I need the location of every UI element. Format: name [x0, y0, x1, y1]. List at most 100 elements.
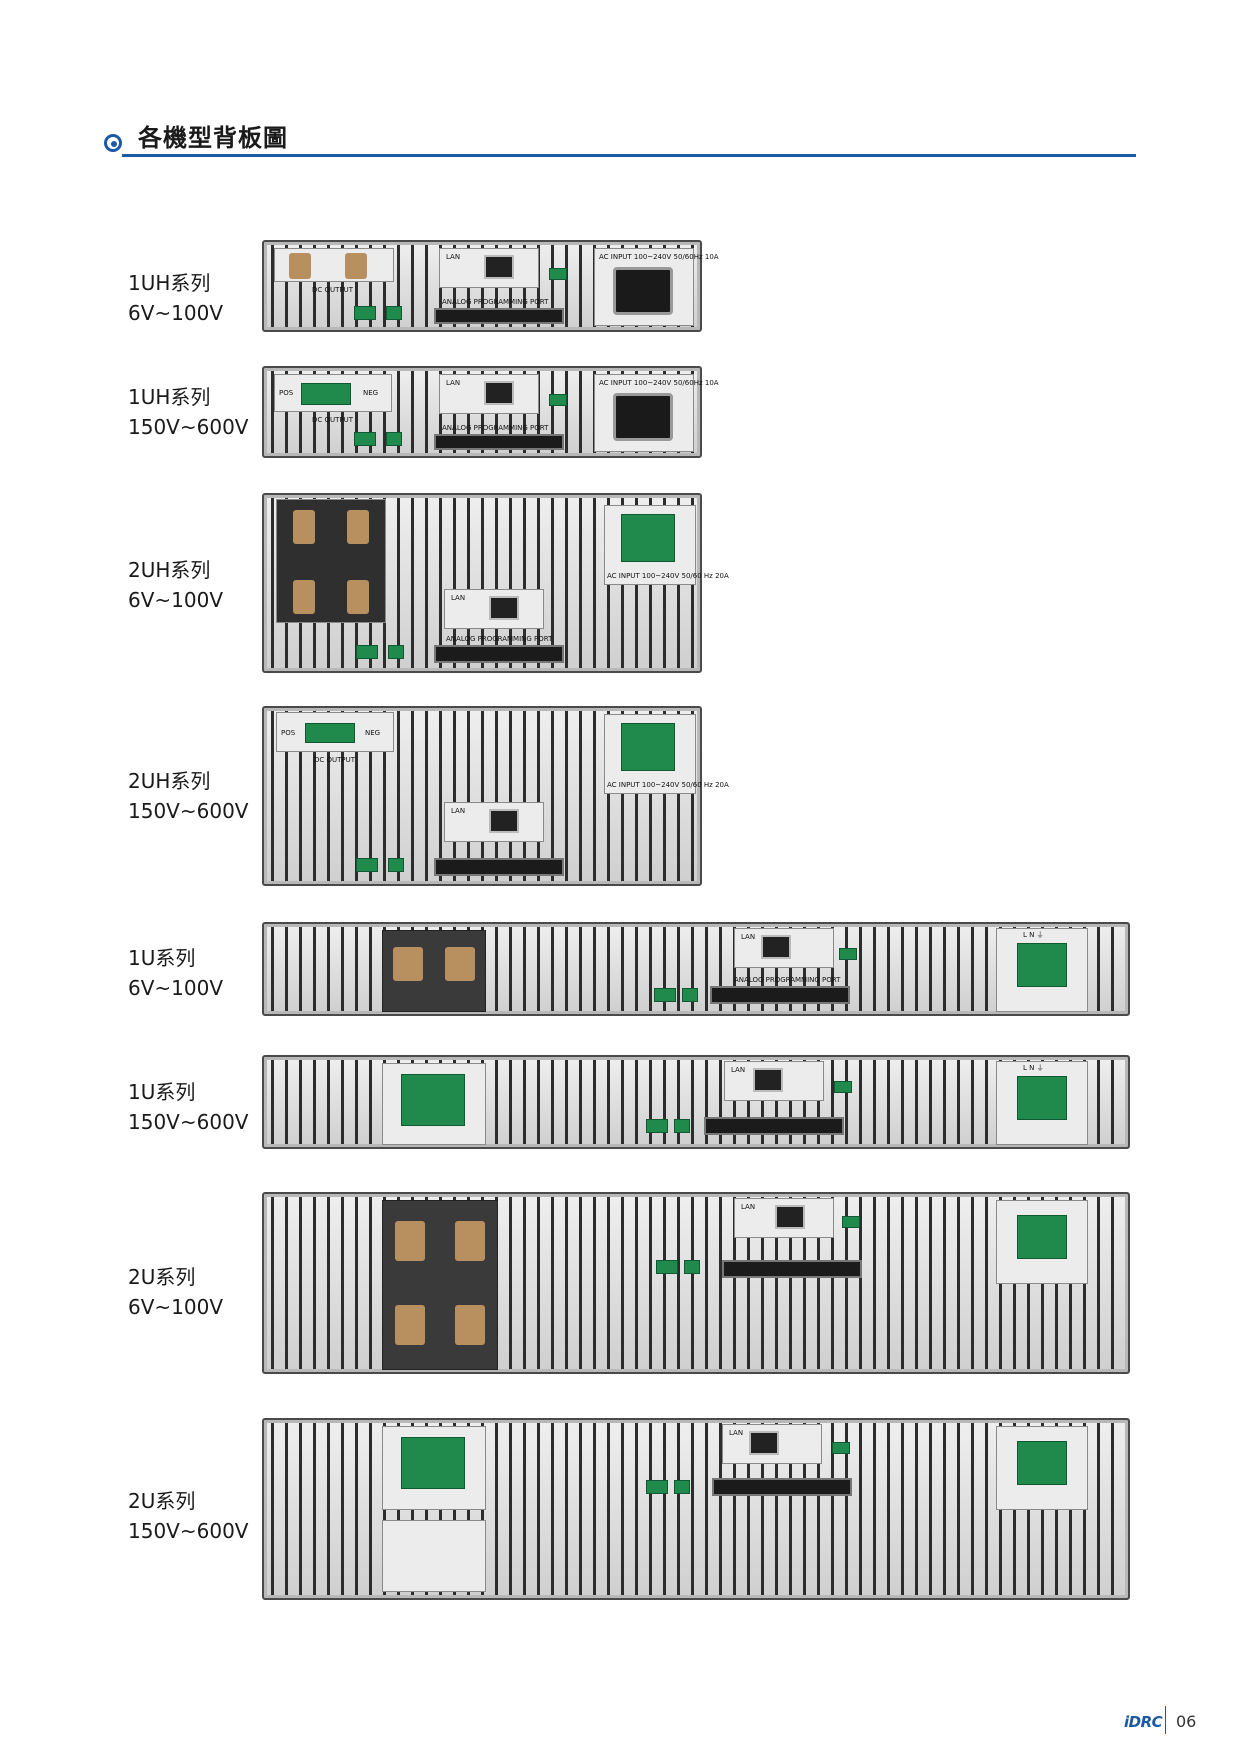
footer-divider [1165, 1706, 1166, 1734]
rear-panel-image: POS NEG DC OUTPUT LAN ANALOG PROGRAMMING… [262, 366, 719, 458]
series-name: 2UH系列 [128, 769, 211, 793]
pos-text: POS [281, 729, 296, 737]
lan-text: LAN [741, 933, 756, 941]
ser-terminal [674, 1119, 690, 1133]
ac-input-plate: L N ⏚ [996, 928, 1088, 1012]
dc-output-block [274, 248, 394, 282]
interface-plate: LAN [734, 928, 834, 968]
model-label: 1UH系列 150V~600V [128, 382, 248, 442]
interface-plate: LAN [734, 1198, 834, 1238]
lne-text: L N ⏚ [1023, 931, 1044, 939]
rear-panel-image: LAN [262, 1418, 1130, 1600]
interface-plate: LAN [439, 374, 539, 414]
lan-text: LAN [451, 807, 466, 815]
series-name: 1U系列 [128, 946, 196, 970]
analog-port-connector [434, 308, 564, 324]
pos-text: POS [279, 389, 294, 397]
sense-terminal [356, 645, 378, 659]
lan-text: LAN [729, 1429, 744, 1437]
ac-input-text: AC INPUT 100~240V 50/60 Hz 20A [607, 781, 729, 789]
rear-panel-image: LAN [262, 1192, 1130, 1374]
series-name: 2UH系列 [128, 558, 211, 582]
dc-output-text: DC OUTPUT [312, 286, 354, 294]
dc-terminal-block [401, 1074, 465, 1126]
sense-terminal [354, 306, 376, 320]
dc-output-text: DC OUTPUT [314, 756, 356, 764]
dc-output-block: POS NEG [276, 712, 394, 752]
interface-plate: LAN [444, 802, 544, 842]
ac-input-plate: AC INPUT 100~240V 50/60 Hz 20A [604, 505, 729, 585]
rear-panel-image: LAN L N ⏚ [262, 1055, 1130, 1149]
lan-text: LAN [451, 594, 466, 602]
ac-input-text: AC INPUT 100~240V 50/60Hz 10A [599, 253, 719, 261]
ac-terminal-block [1017, 1441, 1067, 1485]
voltage-range: 6V~100V [128, 588, 224, 612]
lan-port-icon [484, 255, 514, 279]
interface-plate: LAN [722, 1424, 822, 1464]
sense-terminal [646, 1480, 668, 1494]
sense-terminal [356, 858, 378, 872]
rs485-terminal [842, 1216, 860, 1228]
lan-text: LAN [731, 1066, 746, 1074]
lan-text: LAN [446, 253, 461, 261]
analog-port-text: ANALOG PROGRAMMING PORT [446, 635, 553, 643]
lan-text: LAN [741, 1203, 756, 1211]
dc-output-block [382, 1200, 498, 1370]
analog-port-connector [710, 986, 850, 1004]
analog-port-connector [712, 1478, 852, 1496]
dc-terminal-block [401, 1437, 465, 1489]
dc-output-block [276, 499, 386, 623]
ac-input-text: AC INPUT 100~240V 50/60Hz 10A [599, 379, 719, 387]
voltage-range: 150V~600V [128, 415, 249, 439]
voltage-range: 6V~100V [128, 976, 224, 1000]
dc-output-block: POS NEG [274, 374, 392, 412]
model-label: 2UH系列 150V~600V [128, 766, 248, 826]
analog-port-connector [434, 645, 564, 663]
model-label: 1U系列 150V~600V [128, 1077, 248, 1137]
dc-terminal-block [301, 383, 351, 405]
lan-port-icon [761, 935, 791, 959]
analog-port-connector [722, 1260, 862, 1278]
analog-port-connector [434, 434, 564, 450]
dc-output-block [382, 1426, 486, 1510]
ac-terminal-block [1017, 1215, 1067, 1259]
interface-plate: LAN [444, 589, 544, 629]
sense-terminal [654, 988, 676, 1002]
analog-port-text: ANALOG PROGRAMMING PORT [734, 976, 841, 984]
ac-input-text: AC INPUT 100~240V 50/60 Hz 20A [607, 572, 729, 580]
series-name: 1UH系列 [128, 385, 211, 409]
analog-port-text: ANALOG PROGRAMMING PORT [442, 424, 549, 432]
ser-terminal [388, 645, 404, 659]
voltage-range: 150V~600V [128, 1110, 249, 1134]
interface-plate: LAN [439, 248, 539, 288]
series-name: 2U系列 [128, 1265, 196, 1289]
ser-terminal [388, 858, 404, 872]
ac-inlet-icon [613, 393, 673, 441]
dc-output-text: DC OUTPUT [312, 416, 354, 424]
model-label: 1U系列 6V~100V [128, 943, 223, 1003]
rs485-terminal [832, 1442, 850, 1454]
ser-terminal [386, 306, 402, 320]
model-label: 2U系列 6V~100V [128, 1262, 223, 1322]
neg-text: NEG [363, 389, 379, 397]
brand-logo: iDRC [1124, 1713, 1163, 1731]
section-header: 各機型背板圖 [104, 118, 1136, 158]
lan-text: LAN [446, 379, 461, 387]
voltage-range: 150V~600V [128, 799, 249, 823]
dc-terminal-block [305, 723, 355, 743]
lan-port-icon [489, 809, 519, 833]
page-number: 06 [1176, 1712, 1197, 1731]
neg-text: NEG [365, 729, 381, 737]
model-label: 2UH系列 6V~100V [128, 555, 223, 615]
ser-terminal [684, 1260, 700, 1274]
rs485-terminal [549, 268, 567, 280]
ac-terminal-block [1017, 1076, 1067, 1120]
ac-terminal-block [621, 723, 675, 771]
sense-terminal [354, 432, 376, 446]
analog-port-connector [434, 858, 564, 876]
ac-input-plate [996, 1426, 1088, 1510]
ac-input-plate: AC INPUT 100~240V 50/60Hz 10A [594, 248, 719, 326]
header-rule [122, 154, 1136, 157]
ac-input-plate [996, 1200, 1088, 1284]
dc-output-cover [382, 1520, 486, 1592]
